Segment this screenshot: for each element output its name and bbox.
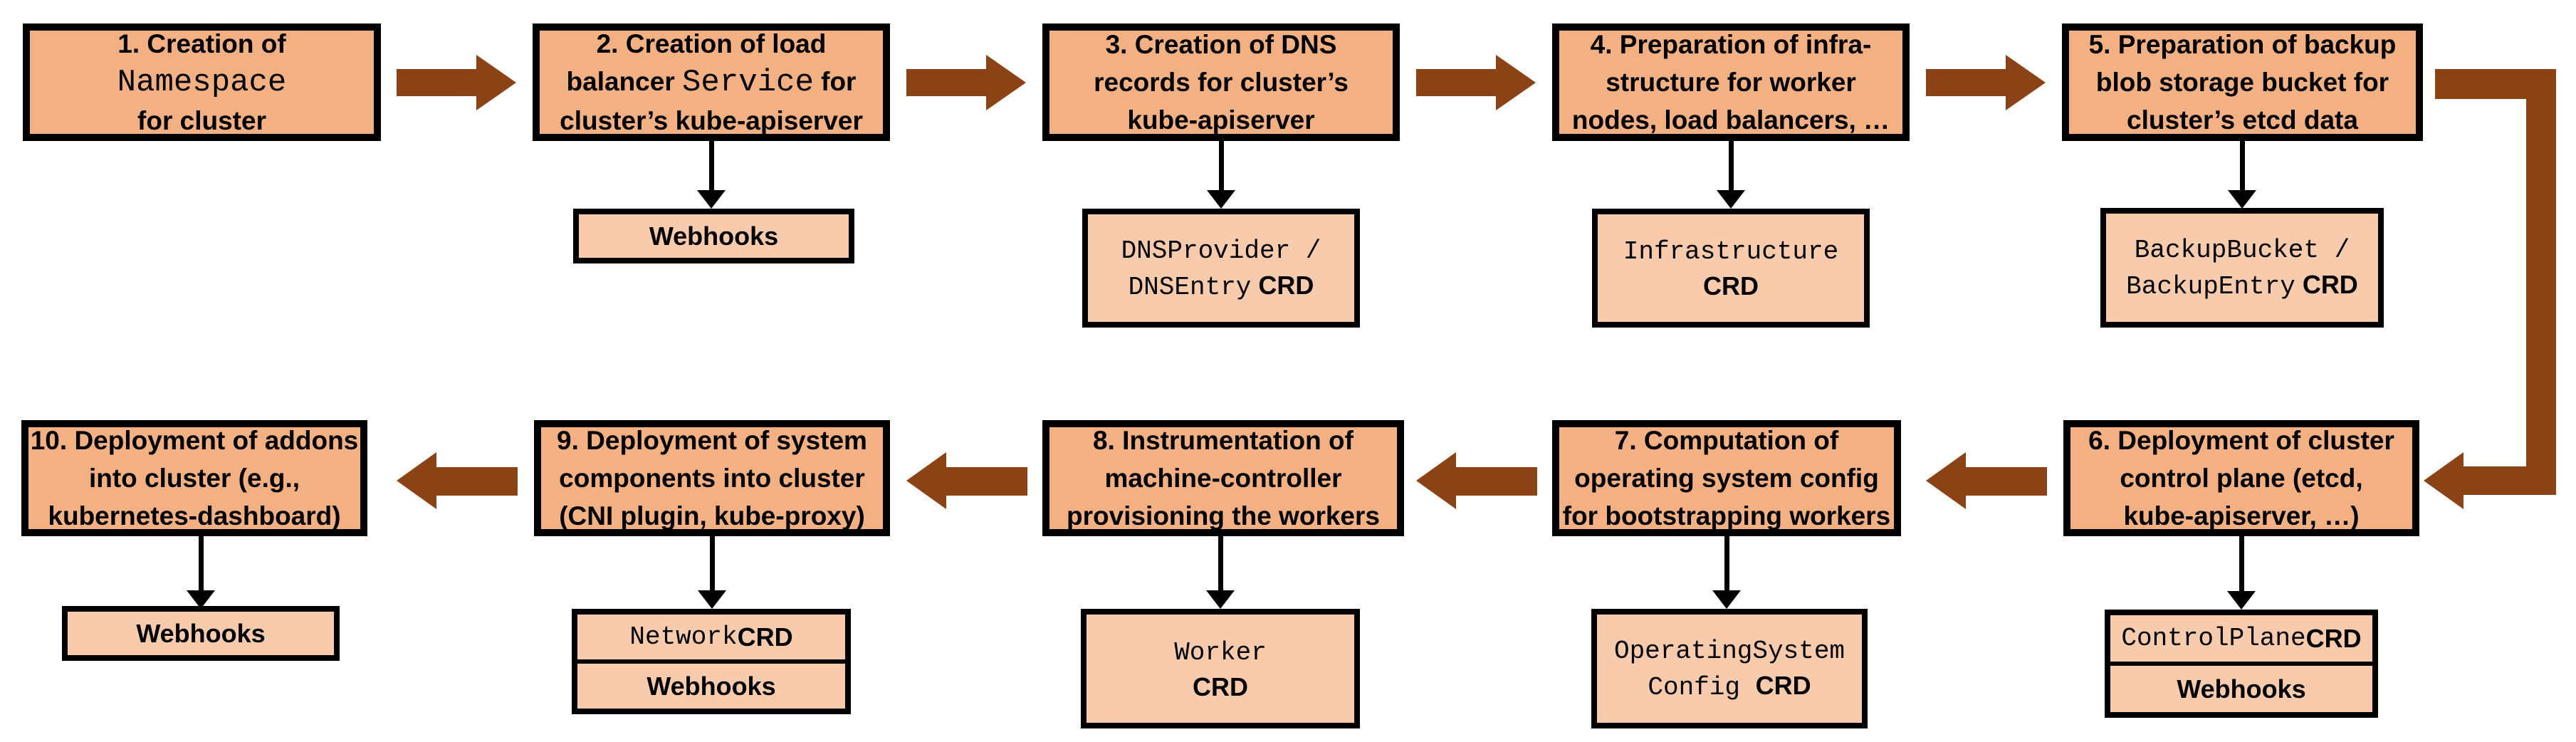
- step-8-crd-box: Worker CRD: [1081, 609, 1360, 728]
- step-7-crd-box: OperatingSystem Config CRD: [1591, 609, 1868, 728]
- step-7-box: 7. Computation of operating system confi…: [1552, 420, 1901, 536]
- step-3-line-3: kube-apiserver: [1127, 105, 1315, 135]
- step-10-line-2: into cluster (e.g.,: [88, 464, 300, 493]
- step-10-box: 10. Deployment of addons into cluster (e…: [21, 420, 367, 536]
- step-6-line-2: control plane (etcd,: [2120, 464, 2363, 493]
- step-6-crd-stack: ControlPlane CRD Webhooks: [2105, 610, 2378, 718]
- step-3-line-2: records for cluster’s: [1094, 68, 1349, 97]
- step-6-line-1: 6. Deployment of cluster: [2088, 426, 2394, 455]
- step-10-line-1: 10. Deployment of addons: [30, 426, 359, 455]
- step-3-crd-box: DNSProvider / DNSEntry CRD: [1082, 209, 1360, 328]
- step-6-controlplane-crd-box: ControlPlane CRD: [2121, 623, 2362, 653]
- step-8-line-2: machine-controller: [1104, 464, 1342, 493]
- step-9-webhooks-box: Webhooks: [577, 659, 845, 709]
- step-8-line-1: 8. Instrumentation of: [1093, 426, 1354, 455]
- step-5-line-1: 5. Preparation of backup: [2088, 30, 2397, 59]
- step-6-webhooks-box: Webhooks: [2110, 662, 2372, 712]
- step-5-line-3: cluster’s etcd data: [2127, 105, 2358, 135]
- step-1-line-3: for cluster: [137, 106, 266, 135]
- step-4-line-2: structure for worker: [1606, 68, 1856, 97]
- step-9-crd-stack: Network CRD Webhooks: [572, 609, 851, 714]
- step-7-line-3: for bootstrapping workers: [1562, 501, 1891, 531]
- step-9-line-3: (CNI plugin, kube-proxy): [559, 501, 865, 531]
- step-2-webhooks-box: Webhooks: [573, 209, 854, 263]
- step-6-line-3: kube-apiserver, …): [2123, 501, 2360, 531]
- step-1-box: 1. Creation of Namespace for cluster: [23, 23, 381, 141]
- step-9-network-crd-box: Network CRD: [629, 622, 793, 652]
- step-5-line-2: blob storage bucket for: [2095, 68, 2389, 97]
- step-4-box: 4. Preparation of infra- structure for w…: [1552, 23, 1910, 141]
- step-7-line-2: operating system config: [1574, 464, 1879, 493]
- step-2-line-2: balancer Service for: [566, 65, 857, 100]
- step-5-box: 5. Preparation of backup blob storage bu…: [2062, 23, 2423, 141]
- step-8-line-3: provisioning the workers: [1067, 501, 1380, 531]
- step-1-line-1: 1. Creation of: [117, 29, 286, 58]
- step-8-box: 8. Instrumentation of machine-controller…: [1042, 420, 1404, 536]
- step-4-line-1: 4. Preparation of infra-: [1590, 30, 1872, 59]
- step-9-line-2: components into cluster: [559, 464, 865, 493]
- step-3-line-1: 3. Creation of DNS: [1105, 30, 1337, 59]
- step-2-line-1: 2. Creation of load: [596, 29, 827, 58]
- step-4-line-3: nodes, load balancers, …: [1571, 105, 1890, 135]
- step-4-crd-box: Infrastructure CRD: [1592, 209, 1870, 328]
- step-10-line-3: kubernetes-dashboard): [48, 501, 341, 531]
- step-6-box: 6. Deployment of cluster control plane (…: [2063, 420, 2419, 536]
- step-2-line-3: cluster’s kube-apiserver: [560, 106, 863, 135]
- step-5-crd-box: BackupBucket / BackupEntry CRD: [2100, 208, 2384, 328]
- step-9-line-1: 9. Deployment of system: [557, 426, 867, 455]
- step-10-webhooks-box: Webhooks: [62, 606, 340, 661]
- step-9-box: 9. Deployment of system components into …: [534, 420, 890, 536]
- step-7-line-1: 7. Computation of: [1614, 426, 1839, 455]
- step-3-box: 3. Creation of DNS records for cluster’s…: [1042, 23, 1400, 141]
- step-1-line-2: Namespace: [117, 65, 287, 100]
- step-2-box: 2. Creation of load balancer Service for…: [533, 23, 890, 141]
